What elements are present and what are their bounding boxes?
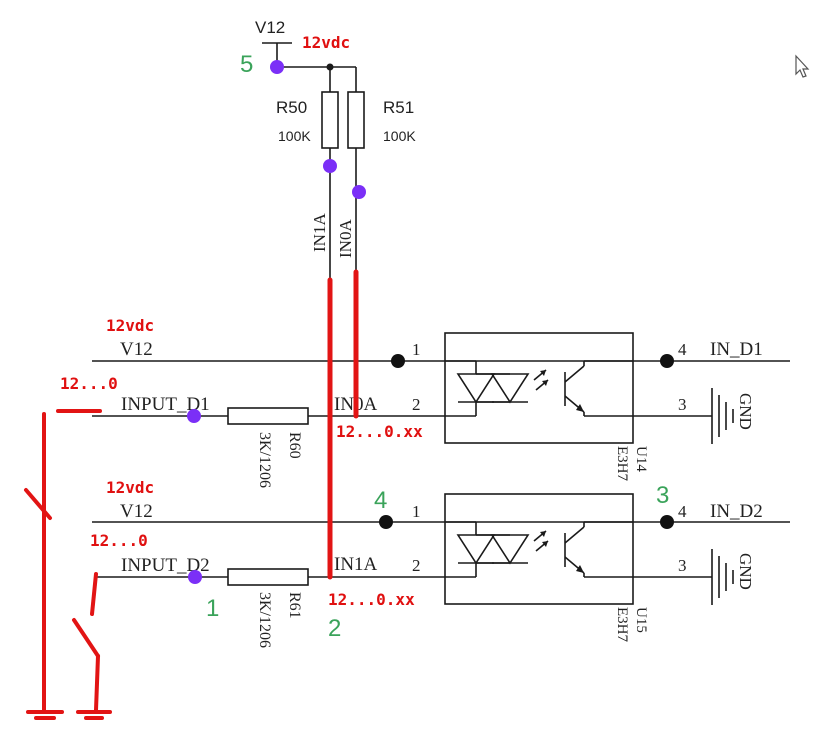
v12-1-label: V12 [120, 339, 153, 360]
marker-1: 1 [206, 595, 219, 622]
probe-dot [323, 159, 337, 173]
u14-led-icon [445, 360, 549, 417]
u15-body [444, 493, 634, 605]
gnd-1-label: GND [736, 393, 755, 430]
marker-3: 3 [656, 482, 669, 509]
input-2-range: 12...0 [90, 531, 148, 550]
r60-label: R60 [286, 432, 303, 459]
probe-dot [188, 570, 202, 584]
r60-value: 3K/1206 [256, 432, 273, 488]
u15-led-icon [445, 521, 549, 578]
input-d2-label: INPUT_D2 [121, 555, 210, 576]
u14-pin2: 2 [412, 395, 421, 414]
marker-4: 4 [374, 487, 387, 514]
r61-body [227, 568, 309, 586]
gnd-2-label: GND [736, 553, 755, 590]
u14-pin4: 4 [678, 340, 687, 359]
r61-label: R61 [286, 592, 303, 619]
channel-2: 12vdc V12 12...0 INPUT_D2 R61 3K/1206 IN… [90, 478, 790, 648]
vdc-2-label: 12vdc [106, 478, 154, 497]
probe-dot [187, 409, 201, 423]
r50-body [321, 91, 339, 149]
u15-part: E3H7 [614, 607, 630, 642]
r51-body [347, 91, 365, 149]
u15-pin3: 3 [678, 556, 687, 575]
probe-dot [660, 515, 674, 529]
probe-dot [270, 60, 284, 74]
u14-pin3: 3 [678, 395, 687, 414]
r51-label: R51 [383, 98, 414, 117]
marker-2: 2 [328, 615, 341, 642]
probe-dot [352, 185, 366, 199]
in-d2-label: IN_D2 [710, 501, 763, 522]
probe-dot [379, 515, 393, 529]
v12-top-label: V12 [255, 18, 285, 37]
mouse-cursor-icon [795, 54, 810, 78]
u15-transistor-icon [564, 521, 633, 578]
switch-2-top [90, 572, 98, 616]
channel-1: 12vdc V12 12...0 INPUT_D1 R60 3K/1206 IN… [60, 316, 790, 488]
switch-1-lever [24, 488, 52, 520]
in1a-range: 12...0.xx [328, 590, 415, 609]
input-d1-label: INPUT_D1 [121, 394, 210, 415]
input-1-range: 12...0 [60, 374, 118, 393]
marker-5: 5 [240, 51, 253, 78]
r51-value: 100K [383, 128, 416, 144]
u15-pin2: 2 [412, 556, 421, 575]
switch-2-lever [72, 618, 100, 658]
top-supply: V12 12vdc R50 100K R51 100K IN1A IN0A [255, 18, 416, 280]
u14-part: E3H7 [614, 446, 630, 481]
vdc-1-label: 12vdc [106, 316, 154, 335]
in0a-vertical-label: IN0A [336, 219, 355, 258]
red-annotations [24, 269, 359, 720]
u14-transistor-icon [564, 360, 633, 417]
r50-label: R50 [276, 98, 307, 117]
u15-pin4: 4 [678, 502, 687, 521]
probe-dot [660, 354, 674, 368]
v12-2-label: V12 [120, 501, 153, 522]
gnd-2-icon [711, 549, 734, 605]
in-d1-label: IN_D1 [710, 339, 763, 360]
u14-label: U14 [633, 446, 649, 472]
u14-pin1: 1 [412, 340, 421, 359]
r60-body [227, 407, 309, 425]
r50-value: 100K [278, 128, 311, 144]
in1a-vertical-label: IN1A [310, 213, 329, 252]
vdc-top-label: 12vdc [302, 33, 350, 52]
in1a-label: IN1A [334, 554, 378, 575]
r61-value: 3K/1206 [256, 592, 273, 648]
gnd-1-icon [711, 388, 734, 444]
u14-body [444, 332, 634, 444]
switch-2-rail [94, 654, 100, 712]
probe-dot [391, 354, 405, 368]
in0a-range: 12...0.xx [336, 422, 423, 441]
u15-pin1: 1 [412, 502, 421, 521]
u15-label: U15 [633, 607, 649, 633]
